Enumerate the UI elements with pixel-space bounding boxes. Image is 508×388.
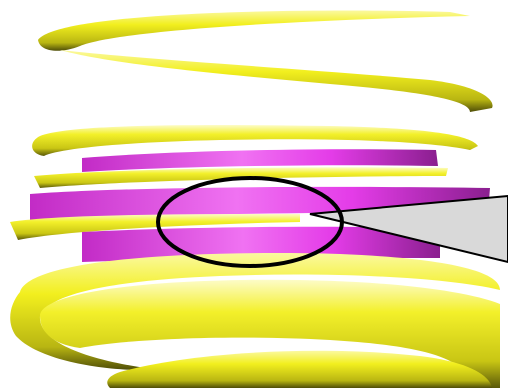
- spring-coil-bottom: [10, 253, 500, 388]
- spring-coil-top: [38, 10, 493, 112]
